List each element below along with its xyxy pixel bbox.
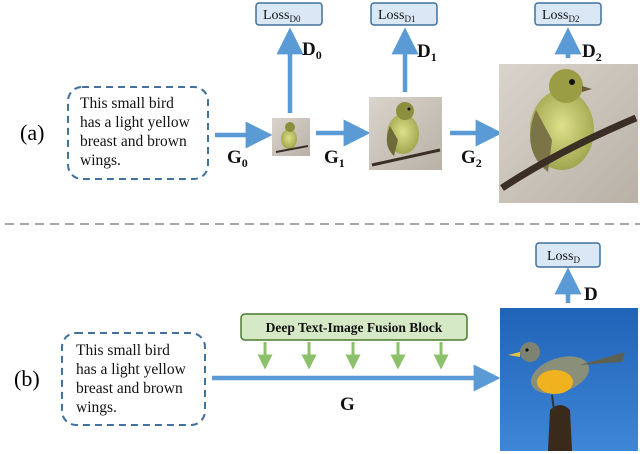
- loss-d2-box: [534, 2, 602, 26]
- panel-a-caption-line-1: This small bird: [80, 95, 174, 112]
- panel-b-caption-line-1: This small bird: [76, 342, 170, 359]
- loss-d0-label: LossD0: [263, 8, 301, 24]
- g-label: G: [340, 394, 355, 415]
- fusion-block: [240, 313, 468, 341]
- panel-a-caption-line-3: breast and brown: [80, 133, 187, 150]
- loss-d2-label: LossD2: [542, 8, 579, 24]
- panel-a-label: (a): [20, 120, 44, 145]
- loss-d-label: LossD: [547, 249, 580, 265]
- d-label: D: [584, 284, 598, 305]
- panel-a-caption-box: [67, 86, 209, 180]
- generated-image-64: [272, 118, 310, 156]
- loss-d1-label: LossD1: [378, 8, 415, 24]
- panel-b-label: (b): [14, 366, 40, 391]
- loss-d-box: [535, 242, 601, 268]
- generated-image-bird: [500, 308, 638, 451]
- g1-label: G1: [324, 147, 345, 170]
- g0-label: G0: [227, 147, 248, 170]
- panel-b-caption-line-4: wings.: [76, 399, 117, 416]
- fusion-block-label: Deep Text-Image Fusion Block: [266, 320, 443, 335]
- loss-d1-box: [370, 2, 438, 26]
- d1-label: D1: [417, 41, 437, 64]
- panel-a-caption-line-4: wings.: [80, 152, 121, 169]
- panel-b-caption-line-3: breast and brown: [76, 380, 183, 397]
- generated-image-256: [499, 64, 638, 203]
- generated-image-128: [369, 97, 442, 170]
- panel-b-caption-line-2: has a light yellow: [76, 361, 187, 378]
- d0-label: D0: [302, 39, 322, 62]
- panel-a-caption-line-2: has a light yellow: [80, 114, 191, 131]
- panel-b-caption-box: [61, 332, 206, 426]
- d2-label: D2: [582, 41, 602, 64]
- g2-label: G2: [461, 147, 482, 170]
- loss-d0-box: [255, 2, 323, 26]
